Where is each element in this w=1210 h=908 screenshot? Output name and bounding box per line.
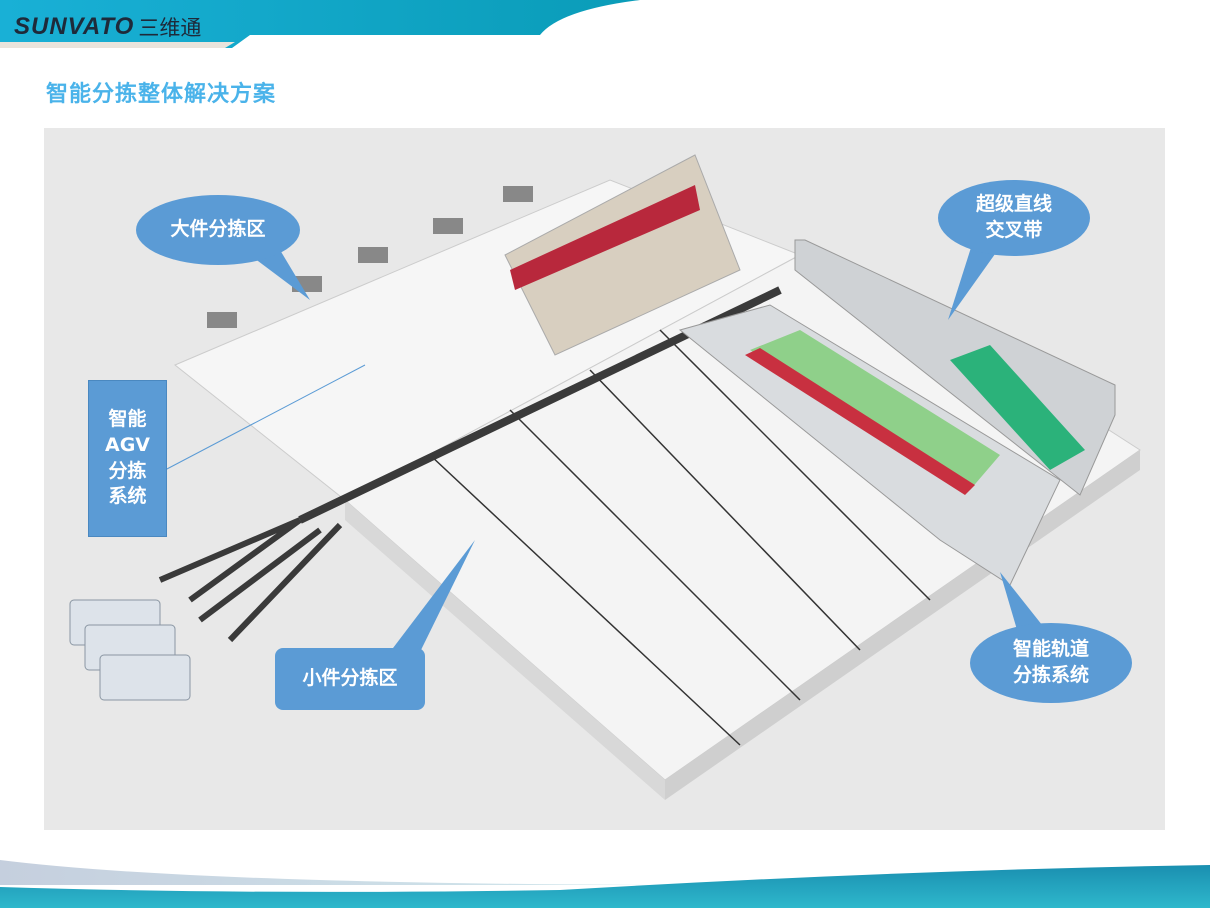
crossbelt-line1: 超级直线 bbox=[975, 193, 1052, 216]
callout-rail-sorting: 智能轨道 分拣系统 bbox=[970, 623, 1132, 703]
logo-text-cn: 三维通 bbox=[138, 16, 202, 40]
agv-line3: 分拣 bbox=[108, 459, 147, 482]
logo-text-en: SUNVATO bbox=[14, 13, 135, 40]
logo: SUNVATO 三维通 bbox=[14, 12, 201, 42]
callout-large-item-zone: 大件分拣区 bbox=[136, 195, 300, 265]
crossbelt-line2: 交叉带 bbox=[985, 219, 1043, 241]
trucks bbox=[69, 599, 191, 701]
agv-line2: AGV bbox=[104, 433, 150, 456]
rail-line1: 智能轨道 bbox=[1012, 638, 1089, 661]
rail-sorting-system bbox=[678, 304, 1061, 586]
agv-line1: 智能 bbox=[108, 408, 147, 431]
page-title: 智能分拣整体解决方案 bbox=[46, 82, 277, 107]
header-banner bbox=[0, 0, 640, 48]
rail-line2: 分拣系统 bbox=[1012, 664, 1089, 686]
callout-small-item-zone: 小件分拣区 bbox=[275, 648, 425, 710]
footer-wave bbox=[0, 865, 1210, 908]
callout-cross-belt: 超级直线 交叉带 bbox=[938, 180, 1090, 256]
callout-agv-system: 智能 AGV 分拣 系统 bbox=[88, 380, 167, 537]
agv-line4: 系统 bbox=[108, 485, 147, 508]
